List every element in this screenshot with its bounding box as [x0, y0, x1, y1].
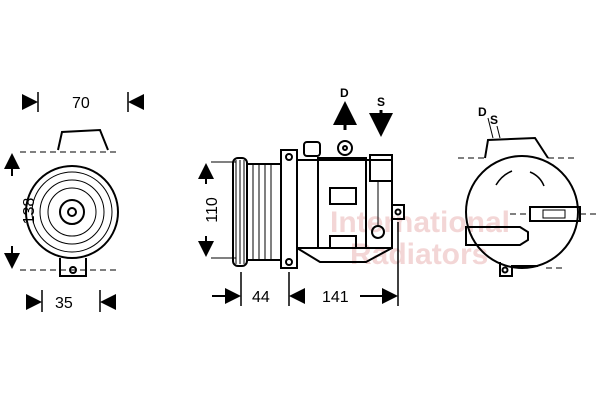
front-view [20, 92, 129, 312]
svg-text:Radiators: Radiators [350, 238, 488, 271]
svg-text:International: International [330, 206, 510, 239]
dimension-lines-side [198, 163, 398, 304]
rear-view [458, 117, 598, 277]
rear-suction-label: S [490, 113, 498, 127]
dimension-lines-front [4, 94, 144, 310]
side-view [211, 140, 405, 306]
dimension-mount-width: 35 [55, 295, 73, 312]
dimension-front-height: 138 [21, 198, 38, 225]
port-arrows [333, 101, 393, 137]
dimension-front-width: 70 [72, 95, 90, 112]
discharge-port-label: D [340, 86, 349, 100]
dimension-side-height: 110 [204, 197, 221, 223]
dimension-pulley-length: 44 [252, 289, 270, 306]
suction-port-label: S [377, 95, 385, 109]
dimension-body-length: 141 [322, 289, 349, 306]
rear-discharge-label: D [478, 105, 487, 119]
